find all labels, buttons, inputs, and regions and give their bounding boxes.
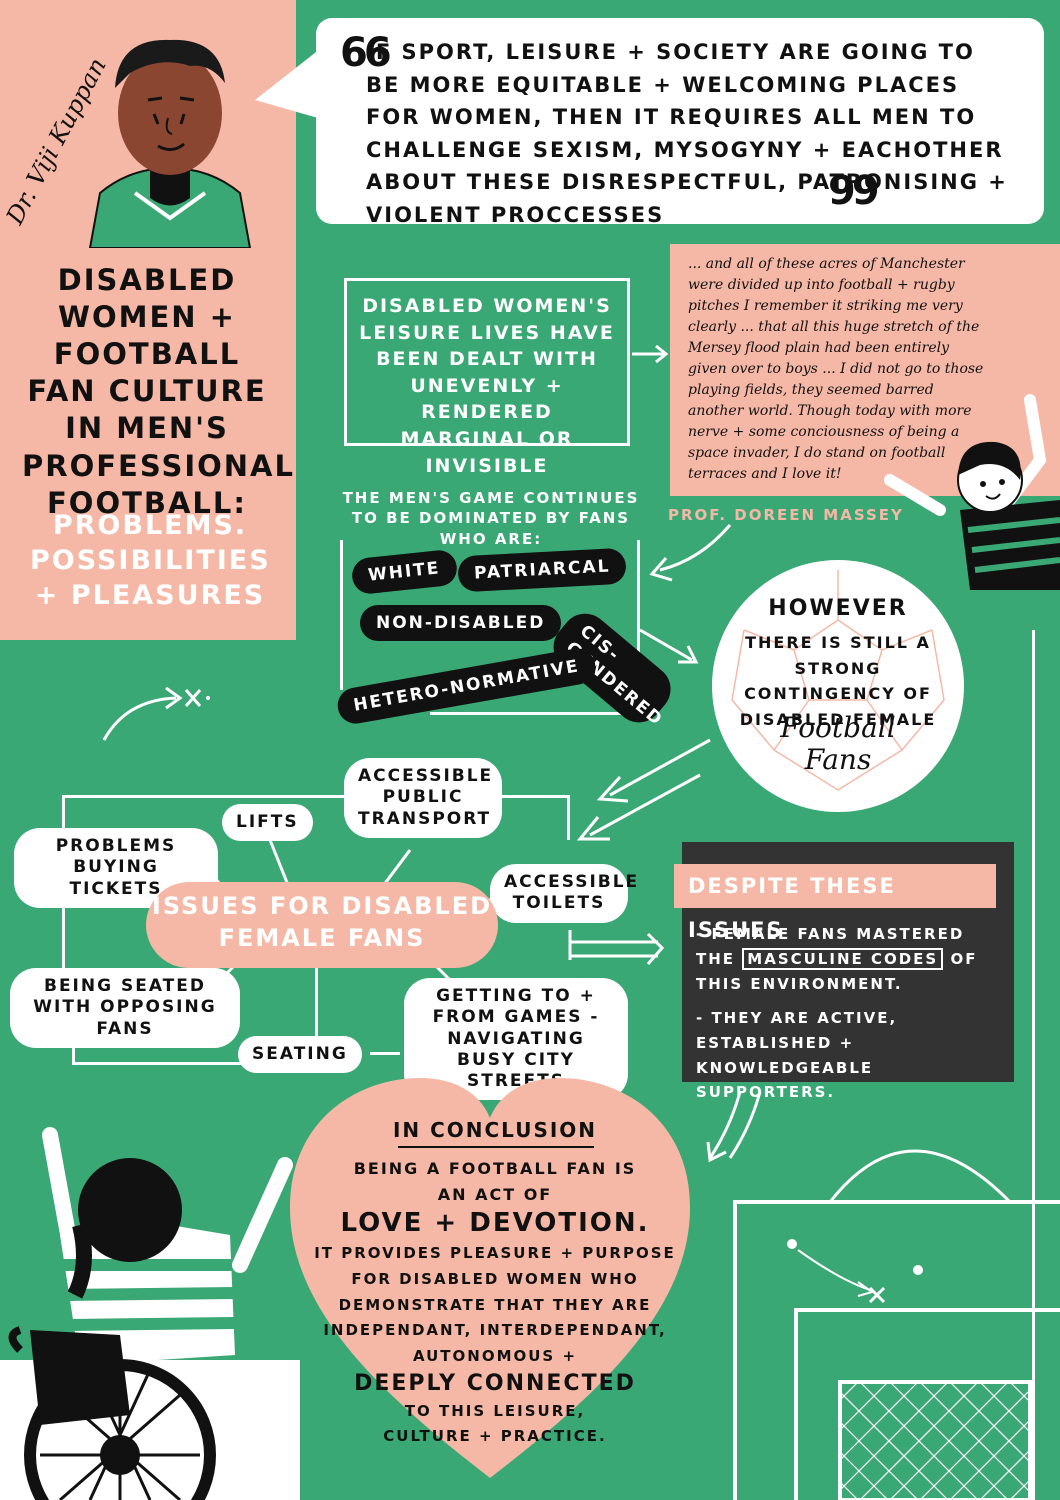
network-line [370, 1052, 400, 1055]
issue-seated-opposing: BEING SEATED WITH OPPOSING FANS [10, 968, 240, 1048]
quote-bubble: 66 IF SPORT, LEISURE + SOCIETY ARE GOING… [316, 18, 1044, 227]
arrow-icon [632, 344, 669, 364]
conclusion-emph-1: LOVE + DEVOTION. [340, 1208, 650, 1239]
issues-center: ISSUES FOR DISABLED FEMALE FANS [146, 882, 498, 968]
arrow-icon [639, 524, 732, 664]
page-title: DISABLED WOMEN + FOOTBALL FAN CULTURE IN… [22, 263, 295, 520]
conclusion-line-2: IT PROVIDES PLEASURE + PURPOSE FOR DISAB… [314, 1243, 676, 1366]
mens-game-intro: THE MEN'S GAME CONTINUES TO BE DOMINATED… [342, 489, 640, 548]
boy-illustration [884, 394, 1060, 590]
conclusion-heading: IN CONCLUSION [392, 1118, 598, 1142]
ball-text: THERE IS STILL A STRONG CONTINGENCY OF D… [739, 633, 937, 729]
issue-accessible-toilets: ACCESSIBLE TOILETS [490, 864, 637, 923]
conclusion-underline [398, 1146, 594, 1148]
ball-however: HOWEVER [768, 596, 908, 621]
conclusion-line-1: BEING A FOOTBALL FAN IS AN ACT OF [353, 1159, 637, 1204]
ball-fans: Football Fans [780, 711, 896, 777]
quote-text: IF SPORT, LEISURE + SOCIETY ARE GOING TO… [366, 40, 1008, 227]
massey-quote-box: ... and all of these acres of Manchester… [670, 244, 1060, 496]
leisure-text: DISABLED WOMEN'S LEISURE LIVES HAVE BEEN… [359, 295, 615, 477]
heart-shape [290, 1078, 690, 1478]
page-subtitle: PROBLEMS. POSSIBILITIES + PLEASURES [30, 510, 271, 612]
arrow-icon [576, 738, 711, 841]
despite-box: DESPITE THESE ISSUES - FEMALE FANS MASTE… [674, 842, 1014, 1101]
issue-seating: SEATING [238, 1036, 362, 1074]
leisure-box: DISABLED WOMEN'S LEISURE LIVES HAVE BEEN… [344, 278, 630, 477]
network-line [72, 1062, 242, 1065]
pitch-goal-area [733, 1149, 1060, 1500]
masculine-codes-highlight: MASCULINE CODES [742, 947, 944, 970]
despite-point-2: - THEY ARE ACTIVE, ESTABLISHED + KNOWLED… [696, 1009, 898, 1102]
conclusion-line-3: TO THIS LEISURE, CULTURE + PRACTICE. [383, 1401, 607, 1446]
arrow-icon [706, 1091, 762, 1163]
massey-attribution: PROF. DOREEN MASSEY [668, 506, 904, 524]
despite-point-1-b: OF THIS ENVIRONMENT. [696, 949, 978, 993]
open-quote-icon: 66 [340, 30, 392, 76]
bracket-right [637, 540, 640, 715]
tag-white: WHITE [350, 548, 459, 596]
play-arrow-icon [102, 686, 210, 741]
despite-point-1: - FEMALE FANS MASTERED THE MASCULINE COD… [696, 922, 996, 996]
issue-lifts: LIFTS [222, 804, 313, 842]
speech-bubble-tail [255, 45, 325, 120]
despite-point-1-a: - FEMALE FANS MASTERED THE [696, 925, 965, 968]
tag-patriarcal: PATRIARCAL [457, 547, 628, 593]
despite-header: DESPITE THESE ISSUES [674, 864, 996, 942]
issue-city-streets: GETTING TO + FROM GAMES - NAVIGATING BUS… [404, 978, 628, 1101]
conclusion-body: BEING A FOOTBALL FAN IS AN ACT OF LOVE +… [312, 1156, 678, 1450]
issue-accessible-transport: ACCESSIBLE PUBLIC TRANSPORT [344, 758, 502, 838]
arrow-icon [568, 930, 665, 965]
football-graphic: HOWEVER THERE IS STILL A STRONG CONTINGE… [712, 560, 964, 812]
network-line [62, 795, 362, 798]
bracket-left [340, 540, 343, 690]
network-line [315, 960, 318, 1045]
tag-non-disabled: NON-DISABLED [360, 605, 562, 641]
conclusion-emph-2: DEEPLY CONNECTED [354, 1370, 636, 1396]
network-line [567, 795, 570, 840]
network-line [470, 795, 570, 798]
portrait-illustration [88, 39, 252, 248]
bracket-bottom [430, 712, 640, 715]
wheelchair-fan-illustration [8, 1127, 293, 1500]
pitch-line [1032, 630, 1035, 1500]
massey-quote-text: ... and all of these acres of Manchester… [688, 256, 984, 482]
close-quote-icon: 99 [828, 168, 880, 214]
football-pattern [731, 570, 945, 791]
